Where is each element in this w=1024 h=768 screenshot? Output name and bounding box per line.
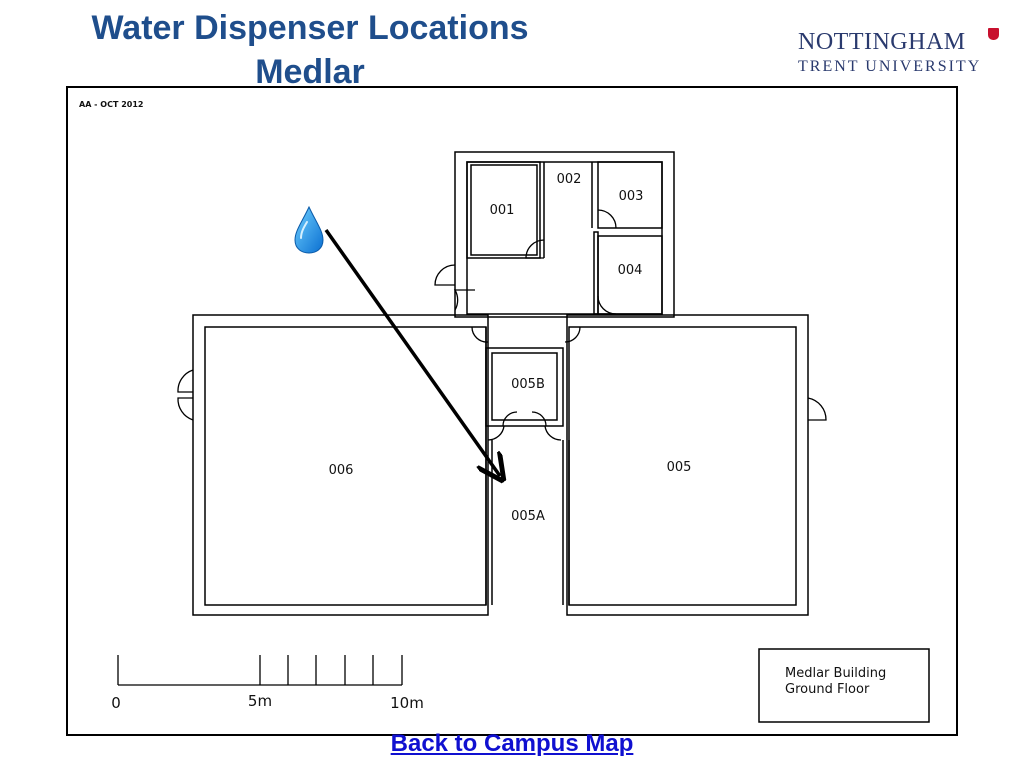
back-to-campus-map-link[interactable]: Back to Campus Map [390,730,634,757]
map-frame [66,86,958,736]
crest-icon [988,28,999,40]
room-label-005: 005 [667,460,692,475]
legend-box [758,648,930,723]
room-label-002: 002 [557,172,582,187]
room-label-003: 003 [619,189,644,204]
location-arrow [324,228,500,476]
logo-line-2: TRENT UNIVERSITY [798,58,982,75]
room-label-004: 004 [618,263,643,278]
university-logo: NOTTINGHAM TRENT UNIVERSITY [796,28,1006,78]
room-label-006: 006 [329,463,354,478]
water-drop-icon [294,205,324,254]
room-label-001: 001 [490,203,515,218]
logo-line-1: NOTTINGHAM [798,29,966,55]
scale-bar [117,655,403,686]
room-label-005b: 005B [511,377,545,392]
room-label-005a: 005A [511,509,545,524]
page-subtitle: Medlar [255,53,365,91]
scale-label-10m: 10m [390,694,424,712]
legend-line-2: Ground Floor [785,682,870,697]
back-link-container: Back to Campus Map [0,730,1024,758]
door-swings [177,209,827,441]
date-stamp: AA - OCT 2012 [79,100,143,109]
scale-label-5m: 5m [248,692,272,710]
legend-line-1: Medlar Building [785,666,886,681]
scale-label-0: 0 [111,694,121,712]
page-title: Water Dispenser Locations [91,9,529,47]
